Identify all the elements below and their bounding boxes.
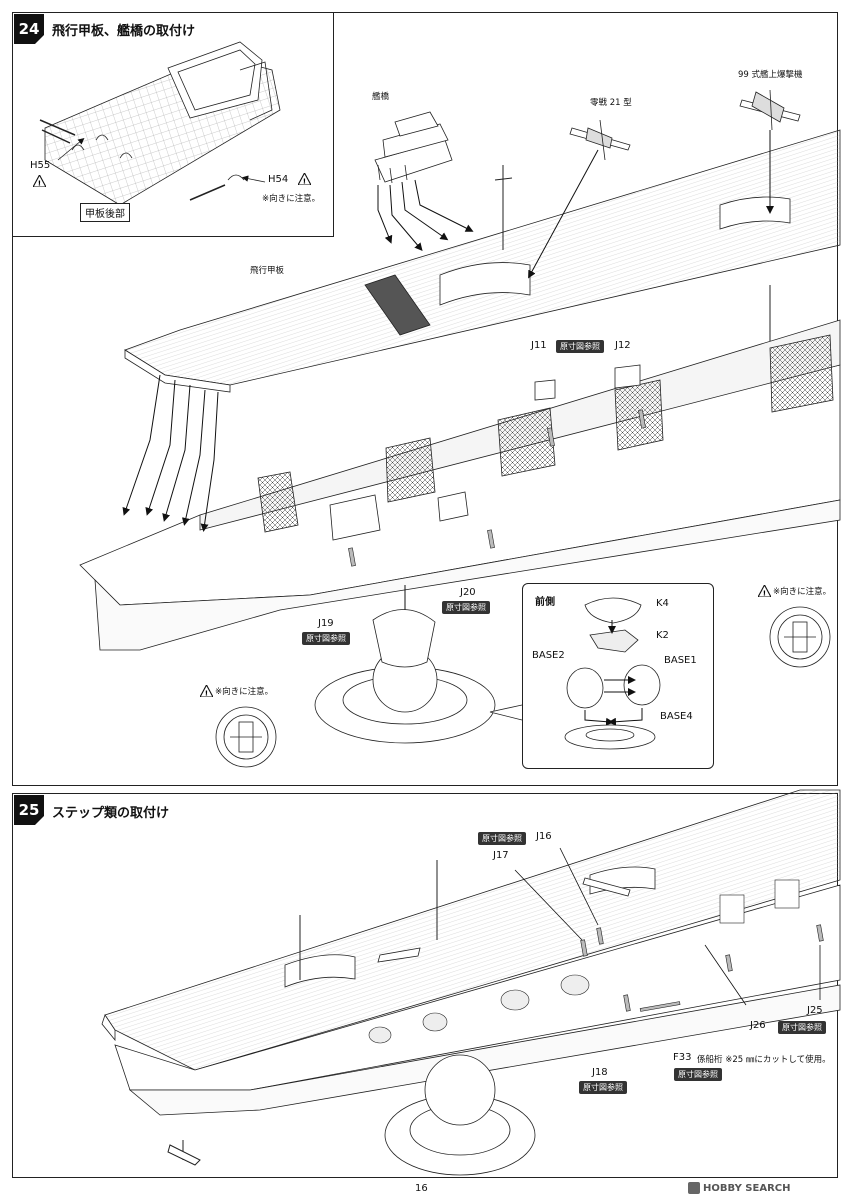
label-h54: H54 (268, 174, 289, 185)
ref-tag-f33: 原寸図参照 (674, 1068, 722, 1081)
display-stand-lower (384, 1054, 536, 1176)
ref-tag-j16: 原寸図参照 (478, 832, 526, 845)
label-j11: J11 (531, 340, 547, 351)
ref-tag-j11: 原寸図参照 (556, 340, 604, 353)
inset-rear-deck (39, 41, 281, 206)
warning-icon: ! (758, 585, 771, 597)
svg-text:!: ! (763, 589, 766, 597)
inset-rear-deck-label: 甲板後部 (80, 203, 130, 222)
orientation-note-left-text: ※向きに注意。 (215, 687, 274, 697)
ref-tag-j19: 原寸図参照 (302, 632, 350, 645)
ref-tag-j20: 原寸図参照 (442, 601, 490, 614)
warning-icon-h54: ! (298, 173, 311, 185)
base-detail-front-label: 前側 (535, 597, 555, 608)
pedestal-view-right (769, 606, 831, 668)
svg-text:!: ! (205, 689, 208, 697)
zero-aircraft (569, 119, 631, 161)
label-zero-fighter: 零戦 21 型 (590, 98, 632, 108)
label-flight-deck: 飛行甲板 (250, 266, 285, 276)
step24-title: 飛行甲板、艦橋の取付け (52, 24, 196, 39)
step24-base-detail-frame (522, 583, 714, 769)
ref-tag-j26: 原寸図参照 (778, 1021, 826, 1034)
pedestal-view-left (215, 706, 277, 768)
upper-flight-deck (124, 129, 841, 386)
step25-title: ステップ類の取付け (52, 806, 170, 821)
svg-text:!: ! (303, 177, 306, 185)
val-aircraft (739, 89, 801, 131)
label-j16: J16 (536, 831, 552, 842)
step24-number-badge: 24 (14, 14, 44, 44)
label-base1: BASE1 (664, 655, 697, 666)
label-j19: J19 (318, 618, 334, 629)
step24-inset-frame (12, 12, 334, 237)
orientation-note-right-text: ※向きに注意。 (773, 587, 832, 597)
label-h55: H55 (30, 160, 51, 171)
page-number: 16 (415, 1183, 428, 1194)
label-k2: K2 (656, 630, 669, 641)
label-j17: J17 (493, 850, 509, 861)
svg-text:!: ! (38, 179, 41, 187)
label-j25: J25 (807, 1005, 823, 1016)
label-f33: F33 (673, 1052, 692, 1063)
warning-icon: ! (200, 685, 213, 697)
lower-hull (114, 884, 841, 1116)
bridge-part (374, 111, 453, 184)
orientation-note-right: ! ※向きに注意。 (758, 585, 831, 597)
warning-icon-h55: ! (33, 175, 46, 187)
watermark: HOBBY SEARCH (688, 1182, 790, 1194)
label-j18: J18 (592, 1067, 608, 1078)
watermark-logo-icon (688, 1182, 700, 1194)
orientation-note-left: ! ※向きに注意。 (200, 685, 273, 697)
label-j12: J12 (615, 340, 631, 351)
watermark-text: HOBBY SEARCH (703, 1182, 791, 1194)
label-j20: J20 (460, 587, 476, 598)
lower-hull-details (368, 879, 800, 1044)
label-val-bomber: 99 式艦上爆撃機 (738, 70, 803, 80)
label-k4: K4 (656, 598, 669, 609)
ref-tag-j18: 原寸図参照 (579, 1081, 627, 1094)
label-j26: J26 (750, 1020, 766, 1031)
inset-orientation-note: ※向きに注意。 (262, 194, 321, 204)
f33-cut-note: 係船桁 ※25 ㎜にカットして使用。 (697, 1055, 831, 1065)
step25-number-badge: 25 (14, 795, 44, 825)
display-stand-upper (314, 609, 496, 744)
label-base2: BASE2 (532, 650, 565, 661)
label-base4: BASE4 (660, 711, 693, 722)
label-bridge: 艦橋 (372, 92, 390, 102)
